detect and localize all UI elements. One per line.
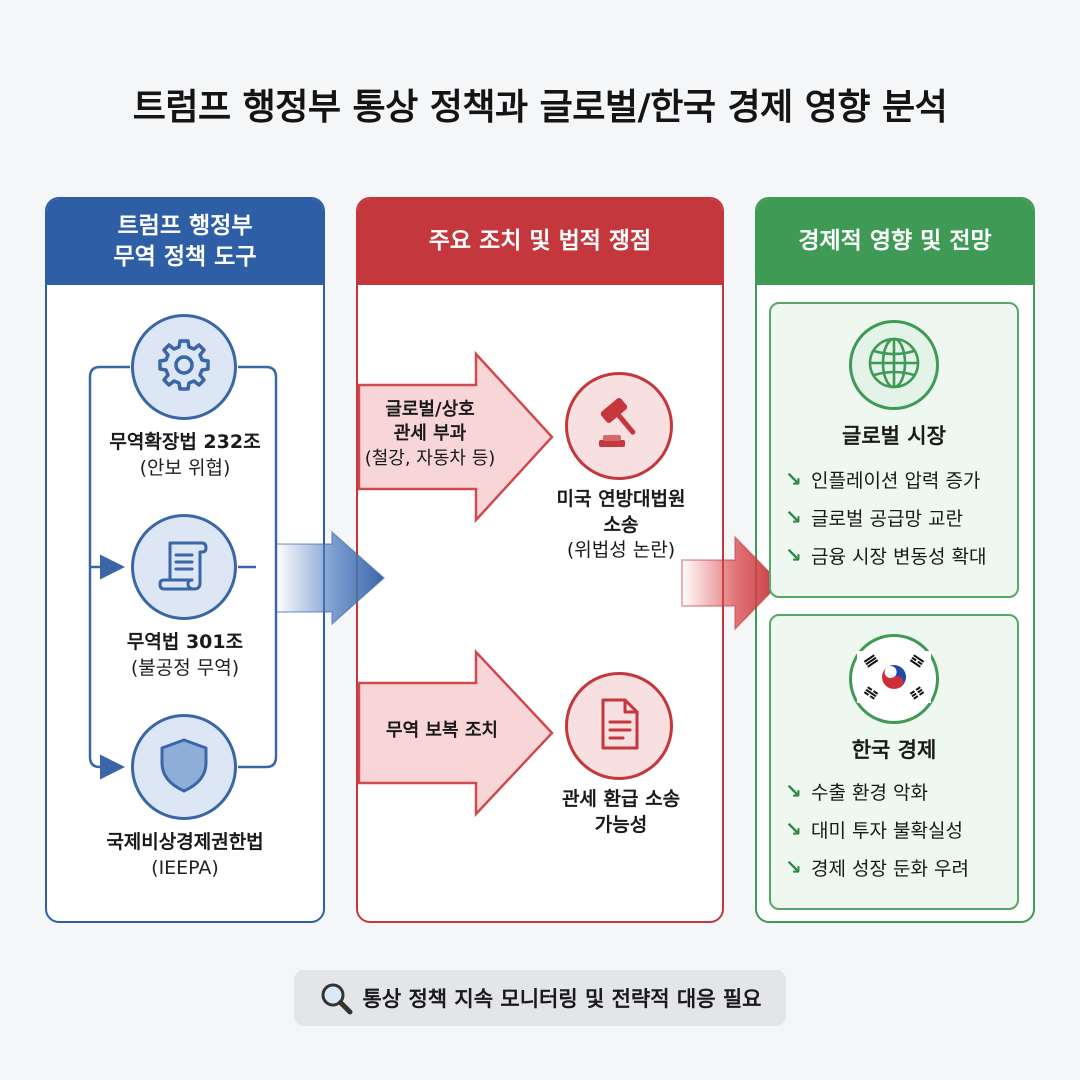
impact-card-global: 글로벌 시장 ↘ 인플레이션 압력 증가 ↘ 글로벌 공급망 교란 ↘ 금융 시장 변… xyxy=(769,302,1019,598)
trend-down-icon: ↘ xyxy=(785,467,802,491)
tool-desc: (IEEPA) xyxy=(151,856,219,879)
tools-panel-title-line2: 무역 정책 도구 xyxy=(113,244,257,270)
case-label-court: 미국 연방대법원 소송 (위법성 논란) xyxy=(536,487,706,564)
trend-down-icon: ↘ xyxy=(785,505,802,529)
case-line2: 가능성 xyxy=(594,813,648,836)
list-item: ↘ 대미 투자 불확실성 xyxy=(785,810,969,848)
blue-flow-arrow xyxy=(275,530,386,626)
impact-item: 글로벌 공급망 교란 xyxy=(811,507,963,530)
tool-circle-301 xyxy=(131,514,237,620)
globe-circle xyxy=(849,320,939,410)
impact-item: 인플레이션 압력 증가 xyxy=(811,469,981,492)
gavel-icon xyxy=(587,392,651,460)
gear-icon xyxy=(155,336,213,398)
tariff-label-line2: 관세 부과 xyxy=(393,423,467,445)
list-item: ↘ 인플레이션 압력 증가 xyxy=(785,460,986,498)
tariff-label-sub: (철강, 자동차 등) xyxy=(364,447,496,469)
tool-label-232: 무역확장법 232조 (안보 위협) xyxy=(65,430,305,481)
tool-label-301: 무역법 301조 (불공정 무역) xyxy=(65,630,305,681)
case-circle-refund xyxy=(565,672,673,780)
trend-down-icon: ↘ xyxy=(785,855,802,879)
tariff-arrow xyxy=(357,350,554,524)
korea-flag-circle xyxy=(849,634,939,724)
impact-title: 글로벌 시장 xyxy=(842,424,946,448)
impact-item: 대미 투자 불확실성 xyxy=(811,819,963,842)
tool-name: 무역법 301조 xyxy=(126,631,244,653)
list-item: ↘ 수출 환경 악화 xyxy=(785,772,969,810)
tool-desc: (안보 위협) xyxy=(139,456,231,479)
retaliation-arrow xyxy=(357,648,554,818)
tariff-arrow-label: 글로벌/상호 관세 부과 (철강, 자동차 등) xyxy=(360,398,500,471)
actions-panel-header: 주요 조치 및 법적 쟁점 xyxy=(358,199,722,285)
trend-down-icon: ↘ xyxy=(785,543,802,567)
red-flow-arrow xyxy=(681,535,782,631)
tool-label-ieepa: 국제비상경제권한법 (IEEPA) xyxy=(65,830,305,881)
footer-banner: 통상 정책 지속 모니터링 및 전략적 대응 필요 xyxy=(294,970,786,1026)
case-label-refund: 관세 환급 소송 가능성 xyxy=(536,787,706,838)
case-sub: (위법성 논란) xyxy=(566,539,676,562)
tool-name: 국제비상경제권한법 xyxy=(106,831,264,853)
korea-flag-icon xyxy=(857,651,931,707)
list-item: ↘ 금융 시장 변동성 확대 xyxy=(785,536,986,574)
tool-name: 무역확장법 232조 xyxy=(109,431,261,453)
retaliation-arrow-label: 무역 보복 조치 xyxy=(362,719,522,743)
case-line2: 소송 xyxy=(603,513,639,536)
list-item: ↘ 경제 성장 둔화 우려 xyxy=(785,848,969,886)
tools-panel-title-line1: 트럼프 행정부 xyxy=(117,212,253,239)
actions-panel: 주요 조치 및 법적 쟁점 xyxy=(356,197,724,923)
tool-circle-232 xyxy=(131,314,237,420)
case-line1: 관세 환급 소송 xyxy=(561,788,681,810)
impact-title: 한국 경제 xyxy=(851,738,937,762)
impact-item: 금융 시장 변동성 확대 xyxy=(811,545,987,568)
impact-panel-header: 경제적 영향 및 전망 xyxy=(757,199,1033,285)
shield-icon xyxy=(156,735,212,799)
list-item: ↘ 글로벌 공급망 교란 xyxy=(785,498,986,536)
trend-down-icon: ↘ xyxy=(785,779,802,803)
impact-card-korea: 한국 경제 ↘ 수출 환경 악화 ↘ 대미 투자 불확실성 ↘ 경제 성장 둔화 우려 xyxy=(769,614,1019,910)
footer-text: 통상 정책 지속 모니터링 및 전략적 대응 필요 xyxy=(362,987,762,1011)
tool-circle-ieepa xyxy=(131,714,237,820)
tool-desc: (불공정 무역) xyxy=(130,656,240,679)
impact-item: 경제 성장 둔화 우려 xyxy=(811,857,969,880)
impact-panel-title: 경제적 영향 및 전망 xyxy=(798,228,992,255)
retaliation-label: 무역 보복 조치 xyxy=(386,720,498,741)
actions-panel-title: 주요 조치 및 법적 쟁점 xyxy=(428,228,652,255)
globe-icon xyxy=(864,333,924,397)
trend-down-icon: ↘ xyxy=(785,817,802,841)
scroll-icon xyxy=(154,535,214,599)
tools-panel-header: 트럼프 행정부 무역 정책 도구 xyxy=(47,199,323,285)
document-icon xyxy=(591,694,647,758)
tariff-label-line1: 글로벌/상호 xyxy=(385,399,475,420)
impact-list-global: ↘ 인플레이션 압력 증가 ↘ 글로벌 공급망 교란 ↘ 금융 시장 변동성 확대 xyxy=(785,460,986,574)
case-circle-court xyxy=(565,372,673,480)
search-icon xyxy=(319,981,353,1015)
impact-list-korea: ↘ 수출 환경 악화 ↘ 대미 투자 불확실성 ↘ 경제 성장 둔화 우려 xyxy=(785,772,969,886)
impact-item: 수출 환경 악화 xyxy=(811,781,928,804)
case-line1: 미국 연방대법원 xyxy=(556,488,686,510)
page-title: 트럼프 행정부 통상 정책과 글로벌/한국 경제 영향 분석 xyxy=(132,87,948,128)
